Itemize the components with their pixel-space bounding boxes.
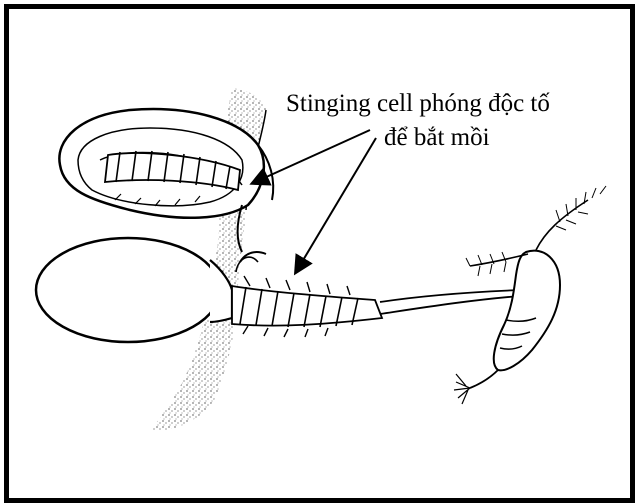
copepod-prey (454, 186, 606, 404)
annotation-line-1: Stinging cell phóng độc tố (286, 91, 550, 116)
stinging-cell-discharged (36, 238, 520, 342)
annotation-line-2: để bắt mồi (384, 125, 490, 150)
arrow-to-coiled-cell (253, 130, 370, 183)
callout-arrows (253, 130, 376, 272)
